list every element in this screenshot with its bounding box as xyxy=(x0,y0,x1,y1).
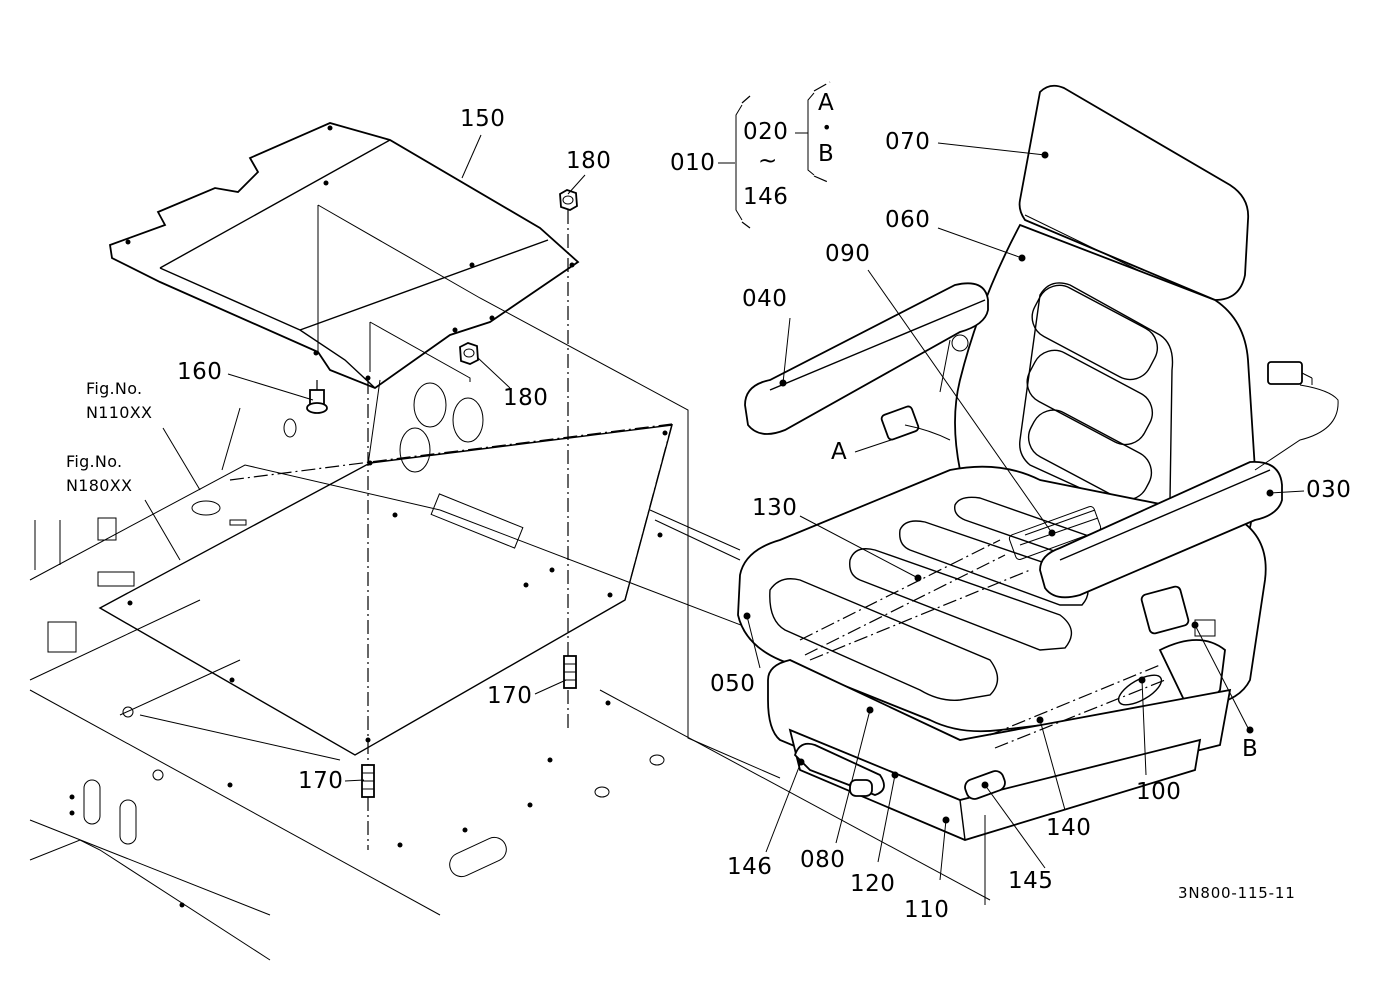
fasteners xyxy=(306,189,578,850)
label-100: 100 xyxy=(1136,779,1182,805)
label-170-right: 170 xyxy=(487,683,533,709)
label-mark-b: B xyxy=(1242,736,1259,762)
label-145: 145 xyxy=(1008,868,1054,894)
label-146-range: 146 xyxy=(743,184,789,210)
label-option-a: A xyxy=(818,90,835,116)
label-070: 070 xyxy=(885,129,931,155)
label-option-dot: • xyxy=(822,118,832,137)
label-140: 140 xyxy=(1046,815,1092,841)
label-120: 120 xyxy=(850,871,896,897)
label-030: 030 xyxy=(1306,477,1352,503)
figref-leaders xyxy=(144,427,201,561)
figref-2-line2: N180XX xyxy=(66,476,133,495)
label-150: 150 xyxy=(460,106,506,132)
label-tilde: ~ xyxy=(758,148,778,174)
label-020: 020 xyxy=(743,119,789,145)
label-170-left: 170 xyxy=(298,768,344,794)
figref-1-line2: N110XX xyxy=(86,403,153,422)
floor-frame xyxy=(29,407,991,961)
label-146: 146 xyxy=(727,854,773,880)
label-080: 080 xyxy=(800,847,846,873)
seat-assembly xyxy=(737,84,1339,841)
label-010: 010 xyxy=(670,150,716,176)
floor-plate xyxy=(98,382,673,756)
seat-plate-150 xyxy=(108,122,781,779)
label-060: 060 xyxy=(885,207,931,233)
leader-dots xyxy=(743,151,1274,824)
figref-1-line1: Fig.No. xyxy=(86,379,143,398)
label-130: 130 xyxy=(752,495,798,521)
label-mark-a: A xyxy=(831,439,848,465)
label-090: 090 xyxy=(825,241,871,267)
label-040: 040 xyxy=(742,286,788,312)
label-180-mid: 180 xyxy=(503,385,549,411)
leader-lines xyxy=(227,81,1305,905)
figref-2-line1: Fig.No. xyxy=(66,452,123,471)
drawing-number: 3N800-115-11 xyxy=(1178,884,1296,902)
label-110: 110 xyxy=(904,897,950,923)
label-050: 050 xyxy=(710,671,756,697)
label-160: 160 xyxy=(177,359,223,385)
label-180-top: 180 xyxy=(566,148,612,174)
label-option-b: B xyxy=(818,141,835,167)
